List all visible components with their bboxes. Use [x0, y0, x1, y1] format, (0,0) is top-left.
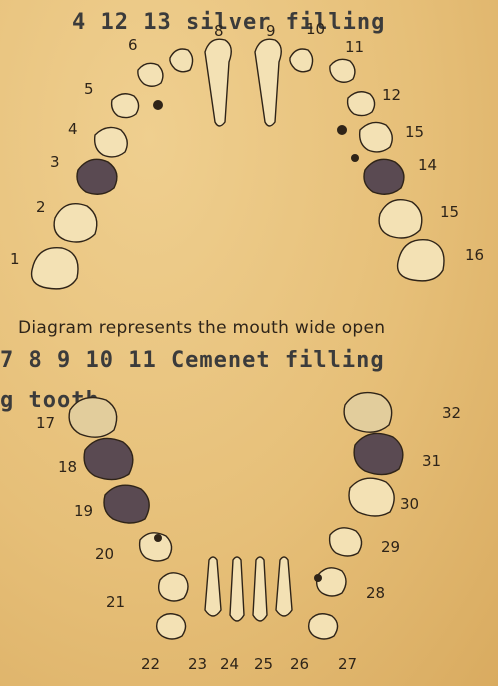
- tooth-number-23: 23: [188, 655, 207, 673]
- tooth-number-28: 28: [366, 584, 385, 602]
- upper-tooth-8: [205, 39, 231, 126]
- lower-tooth-25: [253, 557, 267, 621]
- filling-dot: [314, 574, 322, 582]
- tooth-number-12: 12: [382, 86, 401, 104]
- lower-tooth-21: [159, 573, 188, 601]
- tooth-number-3: 3: [50, 153, 60, 171]
- tooth-number-27: 27: [338, 655, 357, 673]
- upper-tooth-4: [95, 127, 128, 157]
- upper-tooth-7: [170, 49, 193, 72]
- lower-tooth-31: [354, 433, 403, 474]
- upper-tooth-16: [398, 240, 444, 281]
- tooth-number-2: 2: [36, 198, 46, 216]
- tooth-number-17: 17: [36, 414, 55, 432]
- lower-tooth-18: [84, 438, 133, 479]
- filling-dot: [154, 534, 162, 542]
- upper-tooth-5: [112, 94, 139, 118]
- upper-tooth-1: [32, 248, 78, 289]
- tooth-number-20: 20: [95, 545, 114, 563]
- tooth-number-8: 8: [214, 22, 224, 40]
- upper-tooth-12: [348, 92, 375, 116]
- upper-tooth-14: [364, 159, 404, 194]
- tooth-number-30: 30: [400, 495, 419, 513]
- lower-tooth-24: [230, 557, 244, 621]
- lower-tooth-22: [157, 614, 186, 639]
- lower-tooth-32: [344, 393, 392, 433]
- lower-tooth-27: [309, 614, 338, 639]
- upper-tooth-13: [360, 122, 393, 152]
- tooth-number-19: 19: [74, 502, 93, 520]
- upper-tooth-10: [290, 49, 313, 72]
- lower-tooth-29: [330, 528, 362, 556]
- lower-tooth-23: [205, 557, 221, 616]
- tooth-number-26: 26: [290, 655, 309, 673]
- tooth-number-24: 24: [220, 655, 239, 673]
- lower-tooth-26: [276, 557, 292, 616]
- filling-dot: [351, 154, 359, 162]
- filling-dot: [153, 100, 163, 110]
- tooth-number-10: 10: [306, 20, 325, 38]
- tooth-number-22: 22: [141, 655, 160, 673]
- tooth-number-4: 4: [68, 120, 78, 138]
- tooth-number-21: 21: [106, 593, 125, 611]
- upper-tooth-11: [330, 59, 355, 82]
- tooth-number-16: 16: [465, 246, 484, 264]
- lower-tooth-28: [317, 568, 346, 596]
- tooth-number-29: 29: [381, 538, 400, 556]
- upper-tooth-15: [379, 200, 422, 238]
- tooth-number-25: 25: [254, 655, 273, 673]
- tooth-number-5: 5: [84, 80, 94, 98]
- tooth-number-6: 6: [128, 36, 138, 54]
- upper-tooth-3: [77, 159, 117, 194]
- lower-tooth-19: [104, 485, 149, 523]
- tooth-number-18: 18: [58, 458, 77, 476]
- tooth-number-14: 14: [418, 156, 437, 174]
- tooth-number-11: 11: [345, 38, 364, 56]
- lower-tooth-17: [69, 398, 117, 438]
- upper-tooth-9: [255, 39, 281, 126]
- filling-dot: [337, 125, 347, 135]
- upper-tooth-2: [54, 204, 97, 242]
- lower-tooth-30: [349, 478, 394, 516]
- tooth-number-31: 31: [422, 452, 441, 470]
- upper-tooth-6: [138, 63, 163, 86]
- tooth-number-9: 9: [266, 22, 276, 40]
- tooth-number-15a: 15: [405, 123, 424, 141]
- tooth-number-32: 32: [442, 404, 461, 422]
- tooth-number-1: 1: [10, 250, 20, 268]
- tooth-number-15b: 15: [440, 203, 459, 221]
